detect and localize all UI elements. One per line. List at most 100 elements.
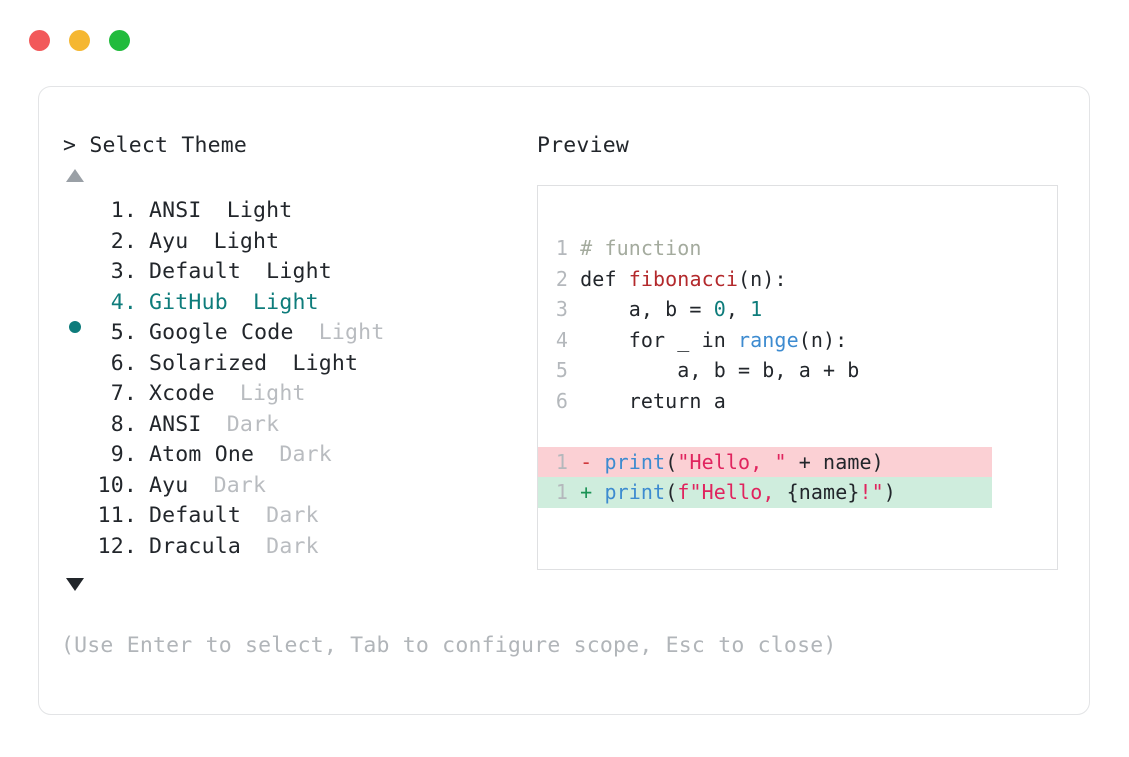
theme-item-index: 10. <box>97 472 137 498</box>
window-titlebar <box>0 0 1129 76</box>
scroll-down-icon[interactable] <box>66 578 84 591</box>
theme-list-item[interactable]: 7.Xcode Light <box>63 379 533 410</box>
theme-list-item[interactable]: 1.ANSI Light <box>63 196 533 227</box>
theme-item-space <box>279 349 292 380</box>
diff-marker: + <box>580 480 593 504</box>
code-token: return a <box>580 388 726 413</box>
theme-item-variant: Dark <box>266 503 319 528</box>
theme-list-item[interactable]: 6. Solarized Light <box>63 349 533 380</box>
diff-token: f"Hello, <box>677 480 787 504</box>
theme-item-index: 1. <box>110 198 137 223</box>
code-line: 1 # function <box>554 233 1057 264</box>
theme-item-index: 4. <box>110 289 137 315</box>
code-token: for _ in <box>580 327 738 352</box>
minimize-dot[interactable] <box>69 30 90 51</box>
code-token: range <box>738 327 799 352</box>
theme-item-index: 5. <box>110 320 137 345</box>
code-gutter-space <box>568 389 580 413</box>
theme-item-variant: Light <box>226 198 293 223</box>
diff-line-number: 1 <box>555 449 568 474</box>
theme-list-item[interactable]: 5.Google Code Light <box>63 318 533 349</box>
code-token: def <box>580 266 629 291</box>
keyboard-hint: (Use Enter to select, Tab to configure s… <box>61 633 837 658</box>
window-controls <box>29 30 130 51</box>
theme-list-item[interactable]: 11. Default Dark <box>63 501 533 532</box>
diff-token: ( <box>665 480 678 504</box>
theme-item-index: 9. <box>110 442 137 467</box>
diff-marker-space <box>592 450 604 474</box>
code-line: 3 a, b = 0, 1 <box>554 294 1057 325</box>
prompt-caret-icon: > <box>63 133 77 158</box>
theme-item-name: Ayu <box>149 472 189 498</box>
theme-list-item[interactable]: 4.GitHub Light <box>63 288 533 333</box>
theme-item-name: Ayu <box>149 228 189 254</box>
theme-item-space <box>253 501 266 532</box>
theme-item-variant: Dark <box>213 472 267 498</box>
diff-token: "Hello, " <box>677 449 787 474</box>
theme-item-variant: Dark <box>226 411 280 437</box>
code-line-number: 2 <box>555 266 568 291</box>
theme-item-name: Atom One <box>149 442 255 467</box>
theme-item-space <box>200 471 213 502</box>
diff-token: print <box>604 480 666 504</box>
close-dot[interactable] <box>29 30 50 51</box>
theme-item-space <box>240 288 253 319</box>
code-token: fibonacci <box>628 266 739 291</box>
diff-token: ) <box>883 480 896 504</box>
code-line-number: 4 <box>555 327 568 352</box>
theme-item-variant: Dark <box>266 533 319 559</box>
diff-token: {name} <box>786 480 860 504</box>
theme-item-name: Default <box>149 259 242 284</box>
diff-marker: - <box>580 449 593 474</box>
theme-item-space <box>253 257 266 288</box>
theme-item-index: 6. <box>110 350 137 376</box>
theme-item-index: 11. <box>97 503 137 528</box>
theme-item-variant: Light <box>213 228 280 254</box>
page-title: Select Theme <box>89 133 248 158</box>
theme-item-name: Solarized <box>149 350 268 376</box>
code-line: 4 for _ in range(n): <box>554 325 1057 356</box>
code-line: 6 return a <box>554 386 1057 417</box>
theme-item-space <box>266 440 279 471</box>
theme-item-index: 3. <box>110 259 137 284</box>
diff-token: ( <box>665 449 678 474</box>
diff-gutter-space <box>568 450 580 474</box>
theme-list-item[interactable]: 12.Dracula Dark <box>63 532 533 563</box>
theme-list-item[interactable]: 2. Ayu Light <box>63 227 533 258</box>
theme-item-space <box>306 318 319 349</box>
theme-item-variant: Light <box>239 381 306 406</box>
theme-item-name: Default <box>149 503 242 528</box>
theme-list-item[interactable]: 8.ANSI Dark <box>63 410 533 441</box>
theme-item-index: 7. <box>110 381 137 406</box>
theme-item-variant: Light <box>266 259 332 284</box>
diff-line-number: 1 <box>555 480 568 504</box>
code-token: a, b = <box>580 297 714 321</box>
theme-item-variant: Light <box>292 350 359 376</box>
code-gutter-space <box>568 328 580 352</box>
maximize-dot[interactable] <box>109 30 130 51</box>
theme-list-item[interactable]: 3. Default Light <box>63 257 533 288</box>
selected-bullet-icon <box>69 320 81 333</box>
code-line-number: 1 <box>555 236 568 260</box>
theme-item-index: 8. <box>110 411 137 437</box>
code-blank-line <box>554 416 1057 447</box>
scroll-up-icon[interactable] <box>66 169 84 182</box>
prompt-row: > Select Theme <box>63 133 533 159</box>
theme-item-index: 2. <box>110 228 137 254</box>
theme-item-variant: Dark <box>279 442 332 467</box>
theme-item-space <box>200 227 213 258</box>
theme-list-item[interactable]: 10. Ayu Dark <box>63 471 533 502</box>
code-line-number: 5 <box>555 358 568 382</box>
code-token: # function <box>580 236 702 260</box>
code-gutter-space <box>568 236 580 260</box>
theme-item-index: 12. <box>97 533 137 559</box>
diff-token: print <box>604 449 666 474</box>
theme-list-item[interactable]: 9. Atom One Dark <box>63 440 533 471</box>
theme-item-space <box>214 410 227 441</box>
